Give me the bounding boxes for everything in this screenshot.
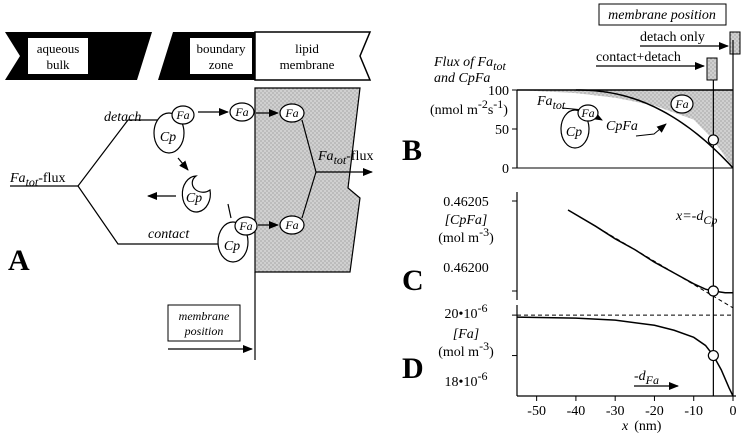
cp-free: Cp [181, 175, 211, 213]
svg-text:Cp: Cp [224, 239, 240, 254]
x-tick-label: -20 [645, 404, 664, 419]
panel-letter-c: C [402, 264, 424, 297]
fa-free: Fa [229, 102, 255, 122]
x-tick-label: -40 [567, 404, 586, 419]
boundary-label-2: zone [209, 57, 234, 72]
svg-text:Fa: Fa [175, 108, 189, 122]
x-dcp-label: x=-dCp [675, 209, 717, 227]
svg-text:Fa: Fa [284, 106, 298, 120]
boundary-label-1: boundary [196, 41, 246, 56]
panel-c: 0.46205 [CpFa] (mol m-3) 0.46200 x=-dCp … [402, 192, 734, 309]
x-tick-label: -30 [606, 404, 625, 419]
svg-text:Cp: Cp [160, 130, 176, 145]
contact-path [77, 185, 218, 245]
flux-marker-circle [707, 134, 719, 146]
fa-icon-b: Fa [670, 94, 694, 114]
lipid-label-2: membrane [280, 57, 335, 72]
panel-b-title-2: and CpFa [434, 71, 490, 86]
x-tick-label: -10 [684, 404, 703, 419]
svg-text:Fa: Fa [580, 106, 594, 120]
cpfa-label-arrow [635, 123, 667, 137]
dfa-label: -dFa [634, 369, 659, 387]
panel-c-ytick-bottom: 0.46200 [443, 261, 489, 276]
panel-letter-a: A [8, 244, 30, 277]
panel-letter-b: B [402, 134, 422, 167]
lipid-label-1: lipid [295, 41, 319, 56]
membrane-stub-detach [729, 31, 741, 55]
panel-b-unit: (nmol m-2s-1) [430, 97, 508, 118]
contact-label: contact [148, 227, 190, 242]
panel-c-ylabel-2: (mol m-3) [438, 225, 494, 246]
contact-detach-label: contact+detach [596, 50, 681, 65]
cpfa-curve-label: CpFa [606, 119, 638, 134]
shared-axes: -50 -40 -30 -20 -10 0 [517, 40, 737, 419]
detach-only-label: detach only [640, 30, 705, 45]
membrane-position-text-1: membrane [179, 309, 230, 323]
membrane-band [254, 31, 372, 81]
membrane-position-box-a [167, 304, 241, 342]
svg-text:Fa: Fa [234, 105, 248, 119]
flux-ytick-label: 0 [502, 162, 509, 177]
panel-c-ytick-top: 0.46205 [443, 195, 489, 210]
panel-letter-d: D [402, 352, 424, 385]
cpfa-linear-reference [567, 209, 734, 309]
flux-ytick-label: 100 [488, 84, 509, 99]
fatot-flux-label-a: Fatot-flux [9, 171, 65, 189]
panel-a: aqueous bulk boundary zone lipid membran… [5, 31, 373, 360]
x-tick-label: -50 [527, 404, 546, 419]
panel-d: 20•10-6 [Fa] (mol m-3) 18•10-6 -dFa x(nm… [402, 301, 734, 434]
svg-text:Fa: Fa [238, 219, 252, 233]
flux-ytick-label: 50 [495, 123, 509, 138]
arrow-cp-down [177, 157, 189, 171]
detach-path [77, 119, 158, 187]
panel-b: Flux of Fatot and CpFa (nmol m-2s-1) 100… [402, 3, 741, 177]
membrane-block [254, 87, 361, 273]
fa-marker-circle [707, 349, 719, 362]
cpfa-complex-detach: Fa Cp [153, 105, 195, 154]
membrane-position-text-2: position [184, 324, 224, 338]
x-axis-title: x(nm) [621, 419, 662, 434]
panel-d-ylabel-1: [Fa] [453, 327, 479, 342]
cpfa-icon-b: Fa Cp [560, 104, 599, 149]
connector-cp-contact [227, 203, 232, 219]
fatot-curve-label: Fatot [536, 94, 566, 112]
svg-text:Fa: Fa [284, 218, 298, 232]
panel-b-title-1: Flux of Fatot [433, 55, 506, 73]
fa-membrane-top: Fa [279, 103, 305, 123]
fa-membrane-bottom: Fa [279, 215, 305, 235]
cpfa-flux-line [575, 89, 734, 169]
fatot-flux-label-out: Fatot-flux [317, 149, 373, 167]
aqueous-label-2: bulk [46, 57, 70, 72]
fa-concentration-chart [512, 305, 734, 397]
svg-text:Fa: Fa [674, 97, 688, 111]
x-tick-label: 0 [730, 404, 737, 419]
panel-c-ylabel-1: [CpFa] [445, 213, 488, 228]
panel-d-ytick-bottom: 18•10-6 [445, 369, 488, 390]
detach-label: detach [104, 110, 141, 125]
membrane-position-box-b [598, 3, 727, 26]
panel-d-ytick-top: 20•10-6 [445, 301, 488, 322]
aqueous-label-1: aqueous [37, 41, 80, 56]
svg-text:Cp: Cp [566, 125, 582, 140]
membrane-position-text-b: membrane position [608, 8, 716, 23]
region-band: aqueous bulk boundary zone lipid membran… [5, 31, 372, 81]
svg-text:Cp: Cp [186, 191, 202, 206]
cpfa-marker-circle [707, 285, 719, 297]
panel-d-ylabel-2: (mol m-3) [438, 339, 494, 360]
fa-concentration-line [516, 316, 734, 397]
cpfa-complex-contact: Fa Cp [217, 216, 258, 263]
membrane-stub-contact [706, 57, 718, 81]
